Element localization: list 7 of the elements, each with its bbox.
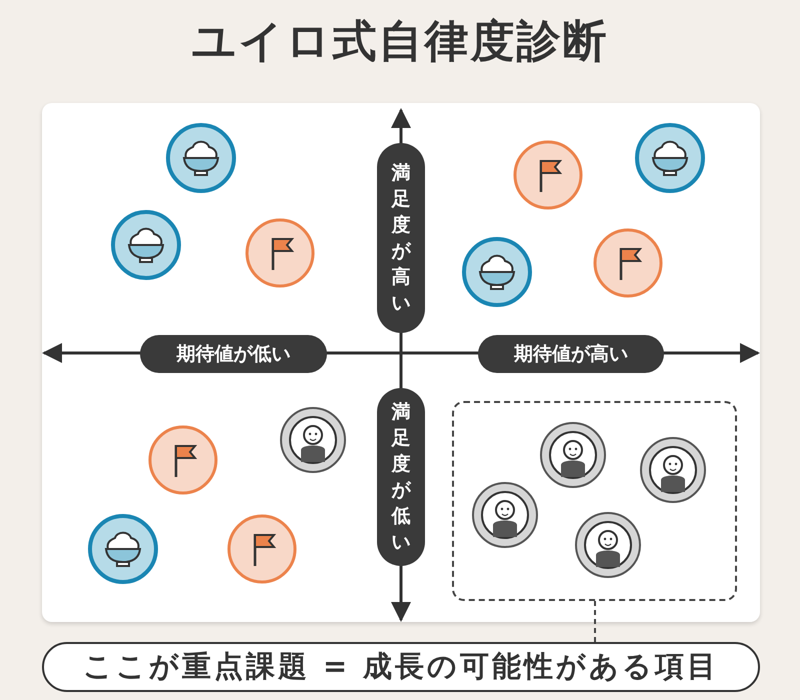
axis-label-pill: 期待値が高い [478,335,664,373]
axis-label-pill: 満足度が低い [377,388,425,566]
title: ユイロ式自律度診断 [190,15,610,69]
axis-label-pill: 期待値が低い [140,335,327,373]
callout-box: ここが重点課題 = 成長の可能性がある項目 [42,642,760,692]
axis-label-pill: 満足度が高い [377,143,425,333]
leader-line [594,601,596,642]
